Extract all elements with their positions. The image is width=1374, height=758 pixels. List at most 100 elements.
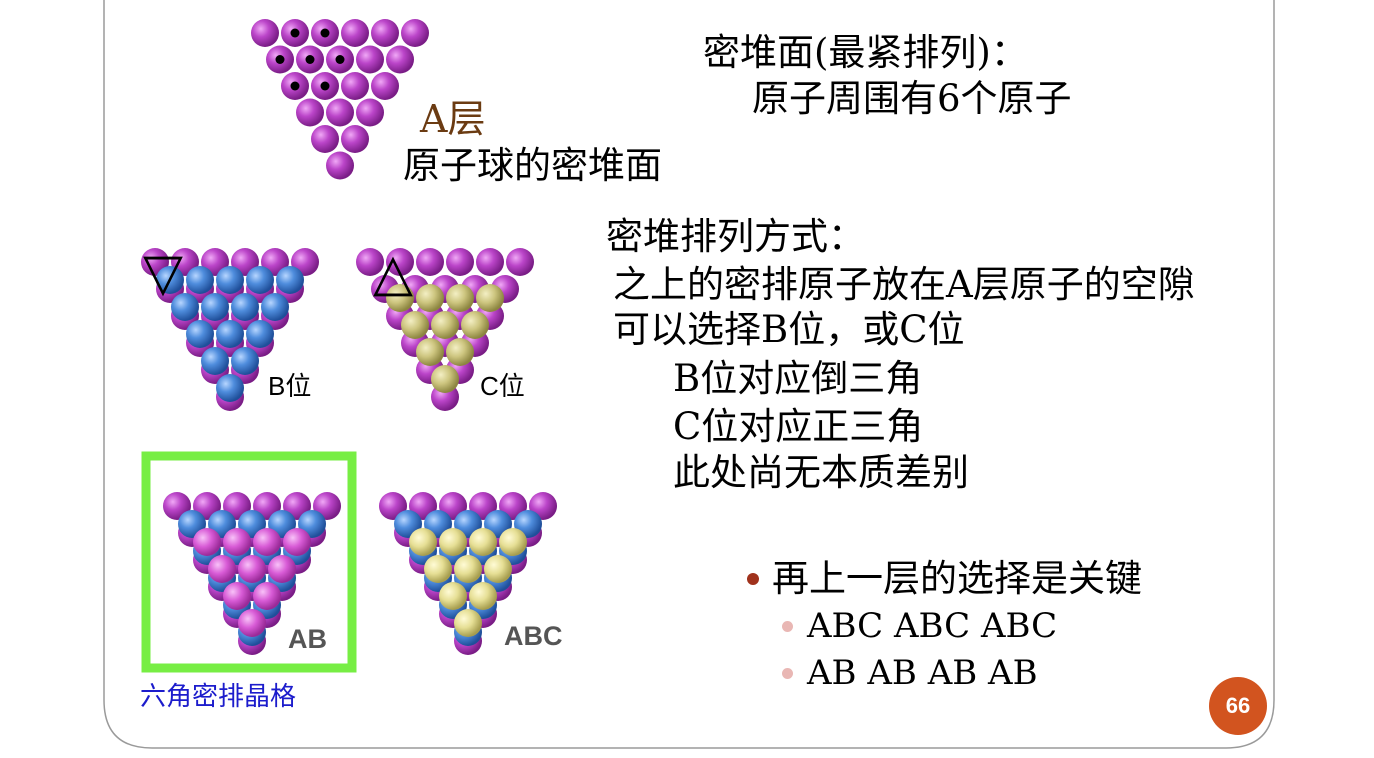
b-atom — [216, 374, 244, 402]
b-atom — [246, 266, 274, 294]
c-atom — [416, 284, 444, 312]
a-atom-upper — [223, 582, 251, 610]
a-atom-upper — [268, 555, 296, 583]
stacking-line-2: 可以选择B位，或C位 — [613, 308, 965, 351]
c-atom — [499, 528, 527, 556]
c-atom — [446, 338, 474, 366]
b-atom — [231, 293, 259, 321]
c-atom — [469, 528, 497, 556]
page-number-badge: 66 — [1209, 677, 1267, 735]
b-atom — [201, 293, 229, 321]
b-atom — [201, 347, 229, 375]
neighbor-dot — [290, 28, 300, 38]
stacking-line-5: 此处尚无本质差别 — [673, 451, 969, 494]
neighbor-dot — [320, 28, 330, 38]
a-atom — [476, 248, 504, 276]
a-atom-upper — [238, 555, 266, 583]
a-atom — [326, 151, 354, 180]
b-atom — [231, 347, 259, 375]
sub-point-bullet-1 — [782, 621, 793, 632]
a-atom — [446, 248, 474, 276]
a-atom-upper — [193, 528, 221, 556]
b-atom — [171, 293, 199, 321]
c-site-marker: △ — [373, 243, 413, 303]
neighbor-dot — [290, 81, 300, 91]
c-atom — [386, 284, 414, 312]
key-point: 再上一层的选择是关键 — [772, 557, 1142, 600]
ab-label: AB — [288, 624, 327, 654]
slide-border — [103, 0, 1275, 749]
hcp-caption: 六角密排晶格 — [140, 681, 297, 711]
b-atom — [276, 266, 304, 294]
c-site-label: C位 — [480, 371, 525, 401]
abc-label: ABC — [504, 621, 563, 651]
b-atom — [156, 266, 184, 294]
heading-neighbors: 原子周围有6个原子 — [752, 77, 1072, 120]
a-layer-triangle — [251, 19, 429, 180]
a-atom — [326, 98, 354, 127]
a-atom — [311, 125, 339, 153]
b-atom — [261, 293, 289, 321]
c-atom — [409, 528, 437, 556]
c-atom — [416, 338, 444, 366]
c-atom — [454, 555, 482, 583]
stacking-line-1: 之上的密排原子放在A层原子的空隙 — [613, 263, 1195, 306]
c-atom — [439, 582, 467, 610]
a-atom-upper — [253, 528, 281, 556]
b-atom — [186, 320, 214, 348]
neighbor-dot — [275, 55, 285, 64]
stacking-line-4: C位对应正三角 — [673, 405, 924, 448]
a-layer-label: A层 — [420, 97, 486, 141]
a-atom — [251, 19, 279, 47]
a-atom-upper — [223, 528, 251, 556]
b-atom — [216, 266, 244, 294]
b-site-label: B位 — [268, 371, 312, 401]
c-atom — [454, 609, 482, 637]
neighbor-dot — [335, 55, 345, 64]
a-atom-upper — [208, 555, 236, 583]
b-atom — [186, 266, 214, 294]
heading-close-packed-plane: 密堆面(最紧排列)： — [703, 31, 1028, 74]
a-atom — [341, 72, 369, 100]
sub-point-1: ABC ABC ABC — [807, 606, 1058, 646]
abc-stacking-triangle — [379, 492, 557, 655]
b-site-triangle — [141, 248, 319, 411]
c-site-triangle — [356, 248, 534, 411]
a-atom — [386, 248, 414, 276]
a-atom — [371, 72, 399, 100]
a-atom — [371, 19, 399, 47]
a-atom — [296, 98, 324, 127]
a-atom — [506, 248, 534, 276]
c-atom — [424, 555, 452, 583]
c-atom — [439, 528, 467, 556]
hcp-highlight-frame — [141, 451, 357, 673]
center-atom-dot — [305, 55, 315, 64]
c-atom — [431, 311, 459, 339]
stacking-line-3: B位对应倒三角 — [673, 357, 923, 400]
a-atom — [386, 45, 414, 74]
b-site-marker: ▽ — [143, 243, 183, 303]
b-atom — [246, 320, 274, 348]
ab-stacking-triangle — [163, 492, 341, 655]
a-atom — [341, 125, 369, 153]
b-atom — [216, 320, 244, 348]
a-atom — [341, 19, 369, 47]
a-atom-upper — [253, 582, 281, 610]
a-atom — [416, 248, 444, 276]
c-atom — [469, 582, 497, 610]
a-atom — [401, 19, 429, 47]
a-atom-upper — [283, 528, 311, 556]
c-atom — [431, 365, 459, 393]
a-atom — [356, 248, 384, 276]
c-atom — [461, 311, 489, 339]
a-atom-upper — [238, 609, 266, 637]
c-atom — [476, 284, 504, 312]
key-point-bullet — [747, 573, 759, 585]
close-plane-caption: 原子球的密堆面 — [403, 144, 662, 187]
c-atom — [401, 311, 429, 339]
a-atom — [356, 98, 384, 127]
c-atom — [484, 555, 512, 583]
a-atom — [356, 45, 384, 74]
neighbor-dot — [320, 81, 330, 91]
c-atom — [446, 284, 474, 312]
